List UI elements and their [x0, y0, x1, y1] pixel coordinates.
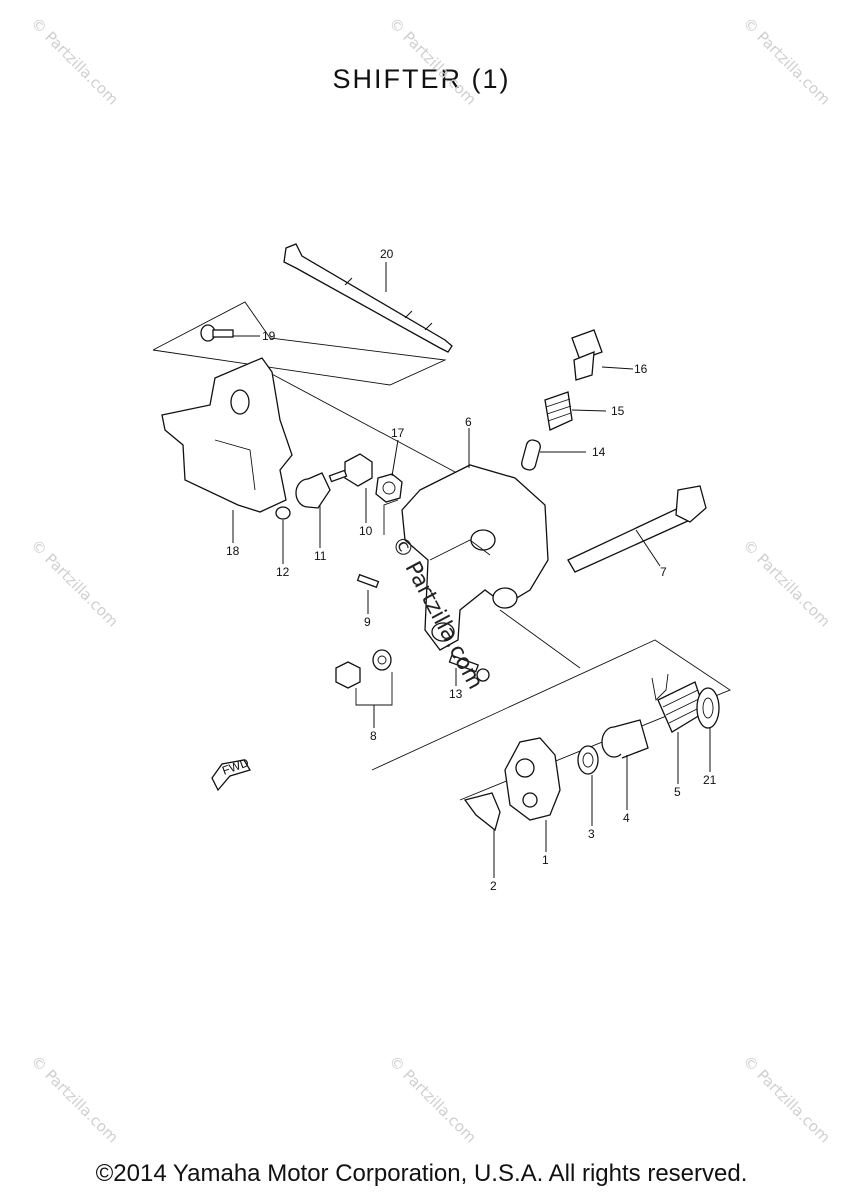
leader-lines [232, 262, 711, 878]
part-8-nut-washer[interactable] [335, 649, 392, 689]
bracket-shaft-group [152, 301, 447, 386]
callout-7: 7 [660, 565, 667, 579]
callout-9: 9 [364, 615, 371, 629]
callout-10: 10 [359, 524, 373, 538]
copyright-notice: ©2014 Yamaha Motor Corporation, U.S.A. A… [95, 1160, 748, 1187]
part-3-washer[interactable] [577, 745, 599, 775]
part-16-bolt[interactable] [571, 329, 603, 381]
bracket-lower-group [371, 639, 731, 801]
part-17-nut[interactable] [375, 473, 403, 503]
bracket-10 [383, 499, 399, 535]
callout-16: 16 [634, 362, 648, 376]
callout-19: 19 [262, 329, 276, 343]
callout-15: 15 [611, 404, 625, 418]
callout-5: 5 [674, 785, 681, 799]
part-14-pin[interactable] [520, 439, 541, 472]
fwd-arrow-icon: FWD [211, 755, 251, 792]
part-20-shaft[interactable] [283, 243, 453, 353]
callout-13: 13 [449, 687, 463, 701]
part-18-plate[interactable] [161, 357, 293, 513]
callout-3: 3 [588, 827, 595, 841]
part-10-block[interactable] [328, 453, 373, 487]
callout-20: 20 [380, 247, 394, 261]
part-9-pin[interactable] [356, 573, 380, 589]
part-13-screw[interactable] [448, 654, 490, 682]
part-15-spring[interactable] [544, 391, 573, 431]
part-2-clip[interactable] [463, 792, 501, 832]
callout-18: 18 [226, 544, 240, 558]
callout-6: 6 [465, 415, 472, 429]
callout-17: 17 [391, 426, 405, 440]
part-19-screw[interactable] [200, 324, 234, 342]
callout-12: 12 [276, 565, 290, 579]
callout-1: 1 [542, 853, 549, 867]
part-11-sleeve[interactable] [295, 472, 331, 509]
callout-4: 4 [623, 811, 630, 825]
part-7-long-bolt[interactable] [567, 485, 707, 573]
bracket-housing-to-lower [499, 609, 581, 669]
part-21-collar[interactable] [696, 687, 720, 729]
diagram-title: SHIFTER (1) [332, 64, 511, 94]
callout-2: 2 [490, 879, 497, 893]
part-6-housing[interactable] [401, 464, 549, 651]
callout-8: 8 [370, 729, 377, 743]
part-1-gear[interactable] [504, 737, 561, 821]
callout-11: 11 [314, 549, 327, 563]
callout-14: 14 [592, 445, 606, 459]
part-4-sleeve[interactable] [601, 719, 649, 759]
part-12-washer[interactable] [275, 506, 291, 520]
bracket-plate-to-housing [267, 371, 471, 481]
callout-21: 21 [703, 773, 717, 787]
bracket-8 [355, 672, 393, 706]
